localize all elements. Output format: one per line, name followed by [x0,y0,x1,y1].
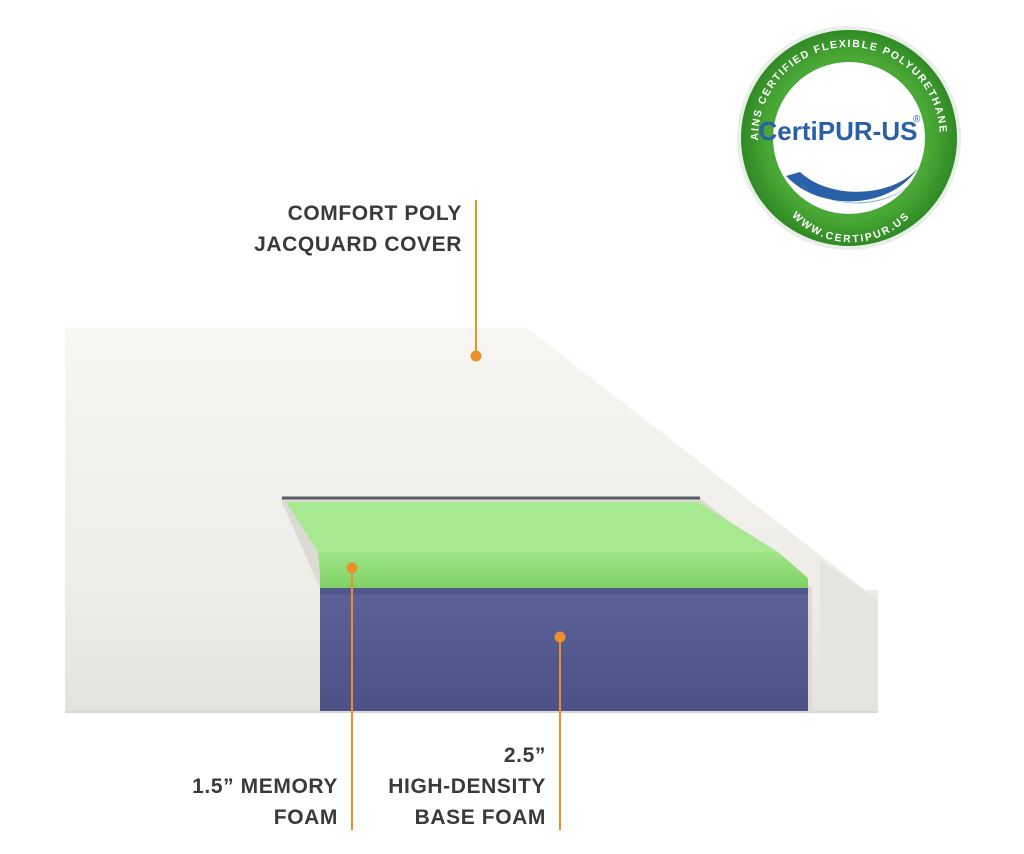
badge-registered-mark: ® [913,114,921,125]
callout-dot-base [554,631,566,643]
cover-edge-bevel [820,560,878,712]
label-base-foam: 2.5” HIGH-DENSITY BASE FOAM [330,740,546,833]
certipur-badge: CONTAINS CERTIFIED FLEXIBLE POLYURETHANE… [0,0,961,250]
memory-foam-top [286,502,778,552]
base-foam-front [320,588,808,711]
callout-dot-memory [346,562,358,574]
callout-dot-cover [470,350,482,362]
label-base-line2: HIGH-DENSITY [388,775,546,798]
memory-foam-front [318,552,808,590]
label-comfort-cover: COMFORT POLY JACQUARD COVER [200,198,462,260]
label-base-line3: BASE FOAM [414,806,546,829]
label-cover-line2: JACQUARD COVER [254,233,462,256]
label-memory-line2: FOAM [273,806,338,829]
label-base-line1: 2.5” [503,744,546,767]
label-cover-line1: COMFORT POLY [287,202,462,225]
label-memory-foam: 1.5” MEMORY FOAM [120,771,338,833]
label-memory-line1: 1.5” MEMORY [192,775,338,798]
badge-logo-text: CertiPUR-US [759,116,918,146]
badge-swoosh [786,168,918,202]
